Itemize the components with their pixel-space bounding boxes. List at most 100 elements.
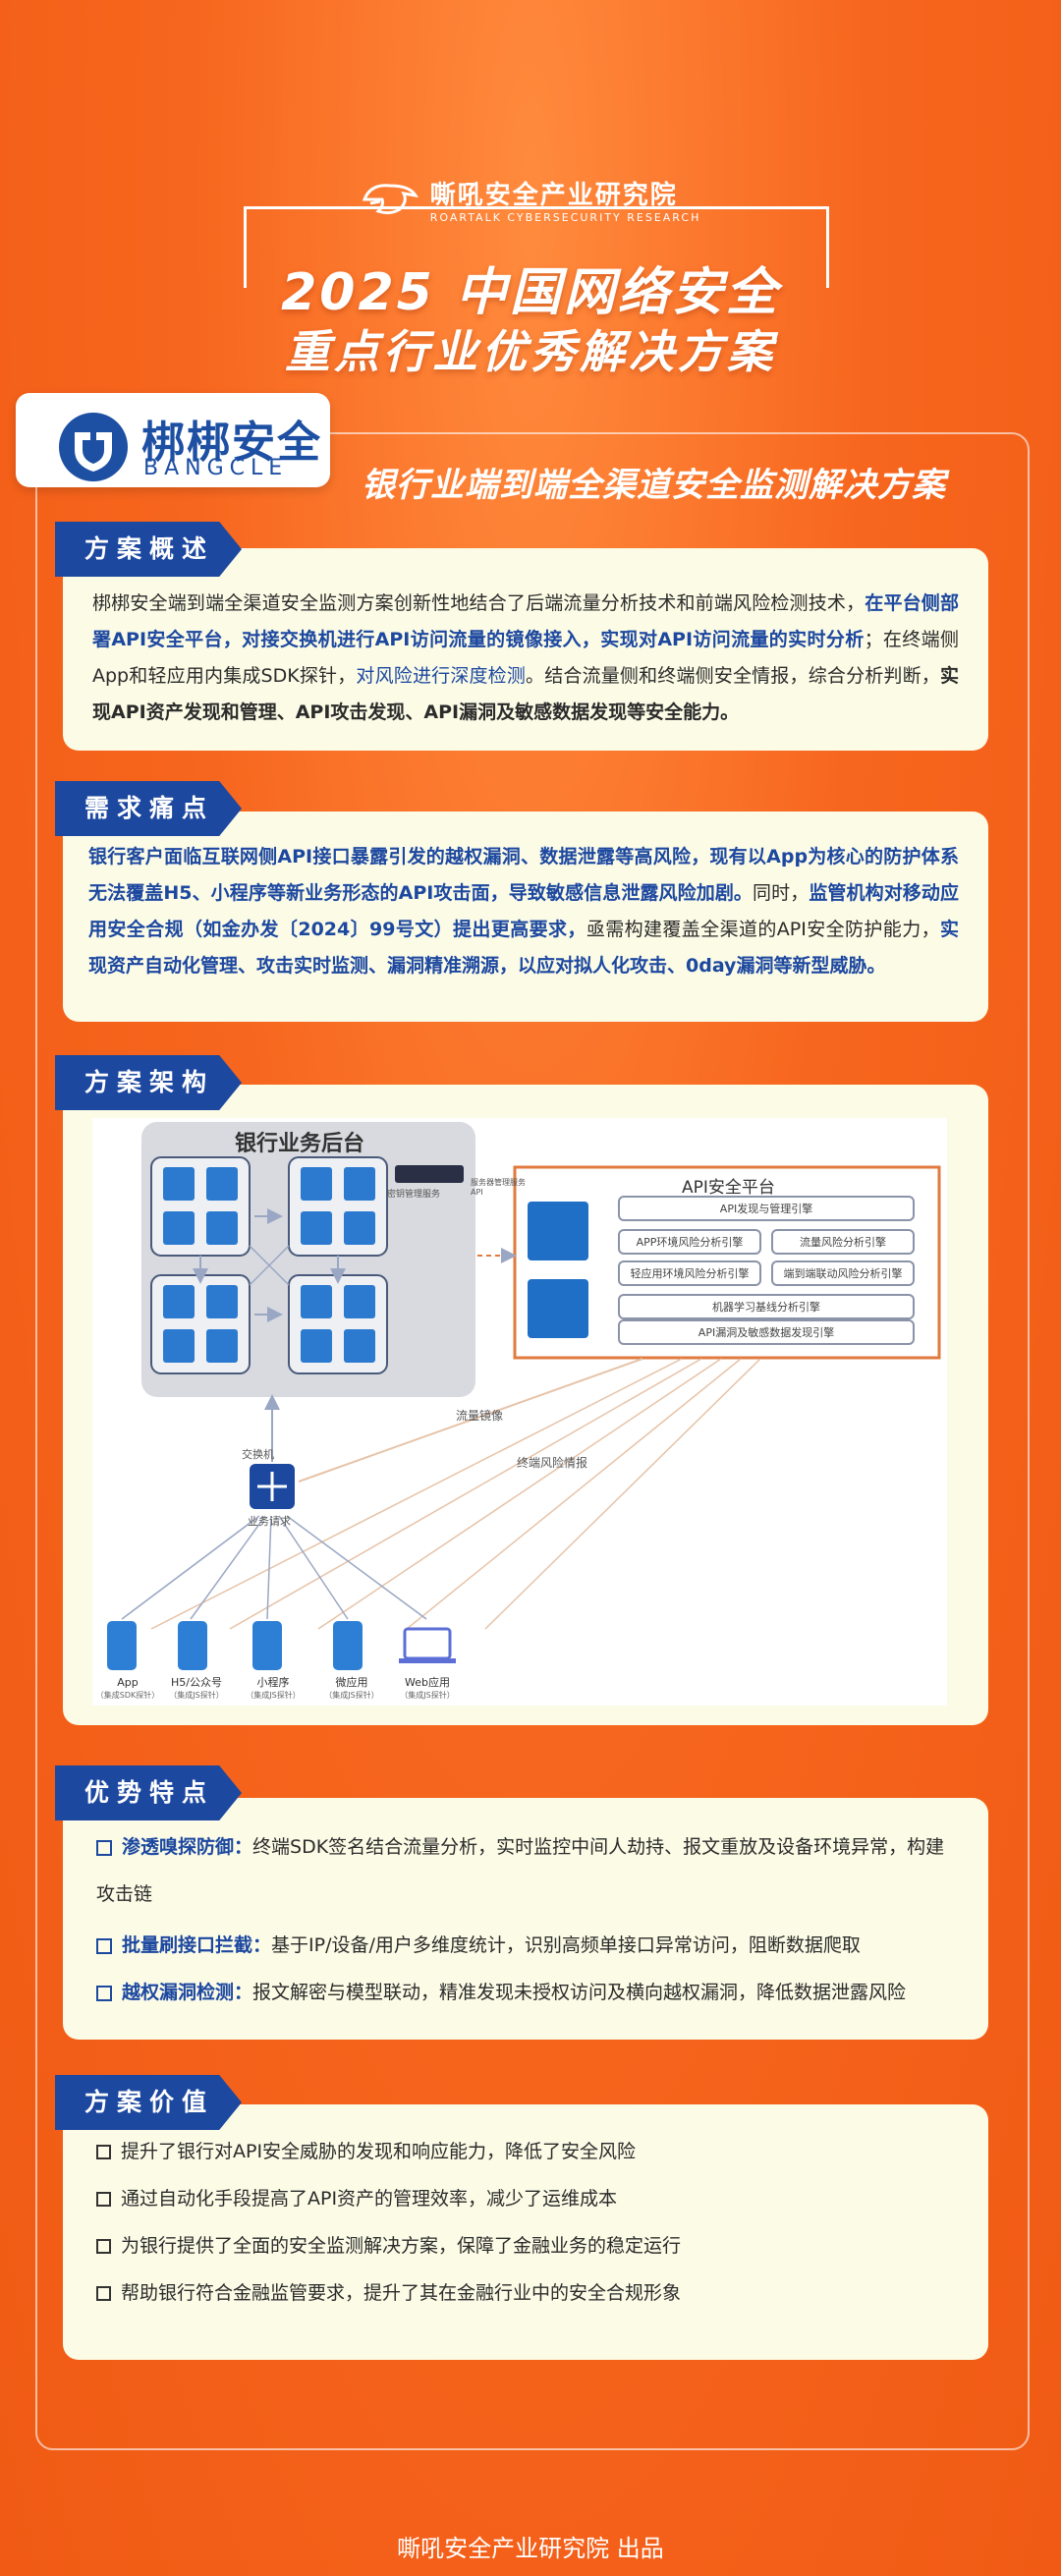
server-icon bbox=[163, 1329, 195, 1363]
client-name: Web应用 bbox=[405, 1676, 450, 1689]
client-sub: （集成JS探针） bbox=[246, 1691, 301, 1700]
server-icon bbox=[301, 1329, 332, 1363]
pain-highlight: 监管机构对移动应用安全合规（如金办发〔2024〕99号文）提出更高要求， bbox=[88, 882, 959, 940]
institute-name: 嘶吼安全产业研究院 bbox=[429, 181, 678, 210]
platform-engine-item: APP环境风险分析引擎 bbox=[636, 1236, 744, 1249]
value-item: 为银行提供了全面的安全监测解决方案，保障了金融业务的稳定运行 bbox=[96, 2222, 959, 2269]
overview-part: 梆梆安全端到端全渠道安全监测方案创新性地结合了后端流量分析技术和前端风险检测技术… bbox=[92, 592, 866, 614]
server-icon bbox=[206, 1285, 238, 1318]
value-text: 通过自动化手段提高了API资产的管理效率，减少了运维成本 bbox=[121, 2188, 618, 2210]
advantage-title: 越权漏洞检测： bbox=[122, 1982, 253, 2003]
value-text: 提升了银行对API安全威胁的发现和响应能力，降低了安全风险 bbox=[121, 2141, 637, 2162]
advantages-card: 渗透嗅探防御：终端SDK签名结合流量分析，实时监控中间人劫持、报文重放及设备环境… bbox=[63, 1798, 988, 2040]
biz-request-label: 业务请求 bbox=[248, 1515, 291, 1528]
kms-device-icon bbox=[395, 1165, 464, 1183]
institute-en-name: ROARTALK CYBERSECURITY RESEARCH bbox=[429, 211, 701, 224]
pain-highlight: 实现资产自动化管理、攻击实时监测、漏洞精准溯源，以应对拟人化攻击、0day漏洞等… bbox=[88, 919, 959, 977]
phone-miniprogram-icon bbox=[252, 1621, 282, 1670]
pain-part: 亟需构建覆盖全渠道的API安全防护能力， bbox=[586, 919, 940, 940]
checkbox-square-icon bbox=[96, 1839, 112, 1856]
value-text: 帮助银行符合金融监管要求，提升了其在金融行业中的安全合规形象 bbox=[121, 2282, 682, 2304]
value-item: 通过自动化手段提高了API资产的管理效率，减少了运维成本 bbox=[96, 2175, 959, 2222]
flow-mirror-label: 流量镜像 bbox=[456, 1409, 504, 1423]
title-frame bbox=[244, 206, 829, 288]
client-label: 微应用 （集成JS探针） bbox=[316, 1676, 387, 1702]
advantage-text: 报文解密与模型联动，精准发现未授权访问及横向越权漏洞，降低数据泄露风险 bbox=[252, 1982, 907, 2003]
company-name-cn: 梆梆安全 bbox=[141, 418, 322, 468]
advantage-text: 基于IP/设备/用户多维度统计，识别高频单接口异常访问，阻断数据爬取 bbox=[271, 1934, 861, 1956]
backend-title: 银行业务后台 bbox=[235, 1132, 365, 1156]
institute-logo: 嘶吼安全产业研究院 ROARTALK CYBERSECURITY RESEARC… bbox=[0, 175, 1061, 224]
platform-server-icon bbox=[528, 1279, 588, 1338]
bangcle-shield-icon bbox=[59, 413, 128, 481]
server-icon bbox=[206, 1167, 238, 1201]
content-frame bbox=[35, 432, 1030, 2450]
tag-value: 方案价值 bbox=[55, 2075, 242, 2130]
footer-credit: 嘶吼安全产业研究院 出品 bbox=[397, 2535, 664, 2562]
advantage-item: 越权漏洞检测：报文解密与模型联动，精准发现未授权访问及横向越权漏洞，降低数据泄露… bbox=[96, 1969, 959, 2016]
overview-highlight: 在平台侧部署API安全平台，对接交换机进行API访问流量的镜像接入，实现对API… bbox=[92, 592, 959, 650]
client-sub: （集成JS探针） bbox=[324, 1691, 379, 1700]
checkbox-square-icon bbox=[96, 1985, 112, 2001]
platform-engine-item: API漏洞及敏感数据发现引擎 bbox=[698, 1326, 835, 1339]
header: 嘶吼安全产业研究院 ROARTALK CYBERSECURITY RESEARC… bbox=[0, 0, 1061, 393]
server-icon bbox=[344, 1329, 375, 1363]
advantage-title: 渗透嗅探防御： bbox=[122, 1836, 253, 1858]
checkbox-square-icon bbox=[96, 2192, 111, 2207]
advantage-title: 批量刷接口拦截： bbox=[122, 1934, 272, 1956]
client-sub: （集成JS探针） bbox=[400, 1691, 455, 1700]
checkbox-square-icon bbox=[96, 2286, 111, 2301]
client-sub: （集成SDK探针） bbox=[95, 1691, 160, 1700]
overview-part: 。结合流量侧和终端侧安全情报，综合分析判断， bbox=[526, 665, 940, 687]
platform-engine-item: 流量风险分析引擎 bbox=[800, 1236, 886, 1249]
server-icon bbox=[344, 1211, 375, 1245]
platform-engine-item: 轻应用环境风险分析引擎 bbox=[630, 1267, 750, 1280]
laptop-web-icon bbox=[403, 1627, 452, 1660]
checkbox-square-icon bbox=[96, 2239, 111, 2254]
server-icon bbox=[301, 1167, 332, 1201]
advantage-text: 终端SDK签名结合流量分析，实时监控中间人劫持、报文重放及设备环境异常，构建攻击… bbox=[96, 1836, 945, 1905]
overview-bold: 实现API资产发现和管理、API攻击发现、API漏洞及敏感数据发现等安全能力。 bbox=[92, 665, 959, 723]
solution-title: 银行业端到端全渠道安全监测解决方案 bbox=[362, 466, 946, 505]
server-icon bbox=[163, 1211, 195, 1245]
kms-label: 密钥管理服务 bbox=[387, 1190, 441, 1200]
overview-part: ；在终端侧App和轻应用内集成SDK探针， bbox=[92, 629, 959, 687]
advantage-item: 渗透嗅探防御：终端SDK签名结合流量分析，实时监控中间人劫持、报文重放及设备环境… bbox=[96, 1823, 959, 1918]
pain-highlight: 银行客户面临互联网侧API接口暴露引发的越权漏洞、数据泄露等高风险，现有以App… bbox=[88, 846, 959, 904]
client-name: H5/公众号 bbox=[171, 1676, 222, 1689]
overview-card: 梆梆安全端到端全渠道安全监测方案创新性地结合了后端流量分析技术和前端风险检测技术… bbox=[63, 548, 988, 751]
advantage-item: 批量刷接口拦截：基于IP/设备/用户多维度统计，识别高频单接口异常访问，阻断数据… bbox=[96, 1922, 959, 1969]
platform-engine-item: 端到端联动风险分析引擎 bbox=[783, 1267, 903, 1280]
terminal-intel-label: 终端风险情报 bbox=[517, 1456, 588, 1470]
server-icon bbox=[206, 1329, 238, 1363]
overview-highlight: 对风险进行深度检测 bbox=[356, 665, 527, 687]
company-name-en: BANGCLE bbox=[143, 456, 289, 480]
architecture-diagram: 银行业务后台 密钥管理服务 服务器管理服务 API API安全平台 API发现与… bbox=[92, 1118, 947, 1706]
client-label: 小程序 （集成JS探针） bbox=[238, 1676, 308, 1702]
pain-text: 银行客户面临互联网侧API接口暴露引发的越权漏洞、数据泄露等高风险，现有以App… bbox=[88, 839, 959, 984]
pain-card: 银行客户面临互联网侧API接口暴露引发的越权漏洞、数据泄露等高风险，现有以App… bbox=[63, 812, 988, 1022]
platform-engine-item: 机器学习基线分析引擎 bbox=[712, 1301, 820, 1314]
phone-app-icon bbox=[107, 1621, 137, 1670]
client-name: 微应用 bbox=[335, 1676, 368, 1689]
platform-title: API安全平台 bbox=[682, 1178, 775, 1198]
client-sub: （集成JS探针） bbox=[169, 1691, 224, 1700]
company-logo-card: 梆梆安全 BANGCLE bbox=[16, 393, 330, 487]
phone-microapp-icon bbox=[333, 1621, 363, 1670]
tag-pain: 需求痛点 bbox=[55, 781, 242, 836]
kms-sublabel: 服务器管理服务 API bbox=[471, 1178, 526, 1197]
page-title-line2: 重点行业优秀解决方案 bbox=[285, 325, 776, 378]
checkbox-square-icon bbox=[96, 2145, 111, 2159]
server-icon bbox=[344, 1285, 375, 1318]
server-icon bbox=[301, 1211, 332, 1245]
client-label: H5/公众号 （集成JS探针） bbox=[161, 1676, 232, 1702]
client-name: 小程序 bbox=[256, 1676, 290, 1689]
platform-engine-item: API发现与管理引擎 bbox=[719, 1203, 813, 1215]
client-label: App （集成SDK探针） bbox=[92, 1676, 163, 1702]
architecture-svg bbox=[107, 1122, 941, 1670]
value-card: 提升了银行对API安全威胁的发现和响应能力，降低了安全风险通过自动化手段提高了A… bbox=[63, 2104, 988, 2360]
value-item: 帮助银行符合金融监管要求，提升了其在金融行业中的安全合规形象 bbox=[96, 2269, 959, 2317]
client-name: App bbox=[117, 1676, 139, 1689]
server-icon bbox=[206, 1211, 238, 1245]
value-item: 提升了银行对API安全威胁的发现和响应能力，降低了安全风险 bbox=[96, 2128, 959, 2175]
